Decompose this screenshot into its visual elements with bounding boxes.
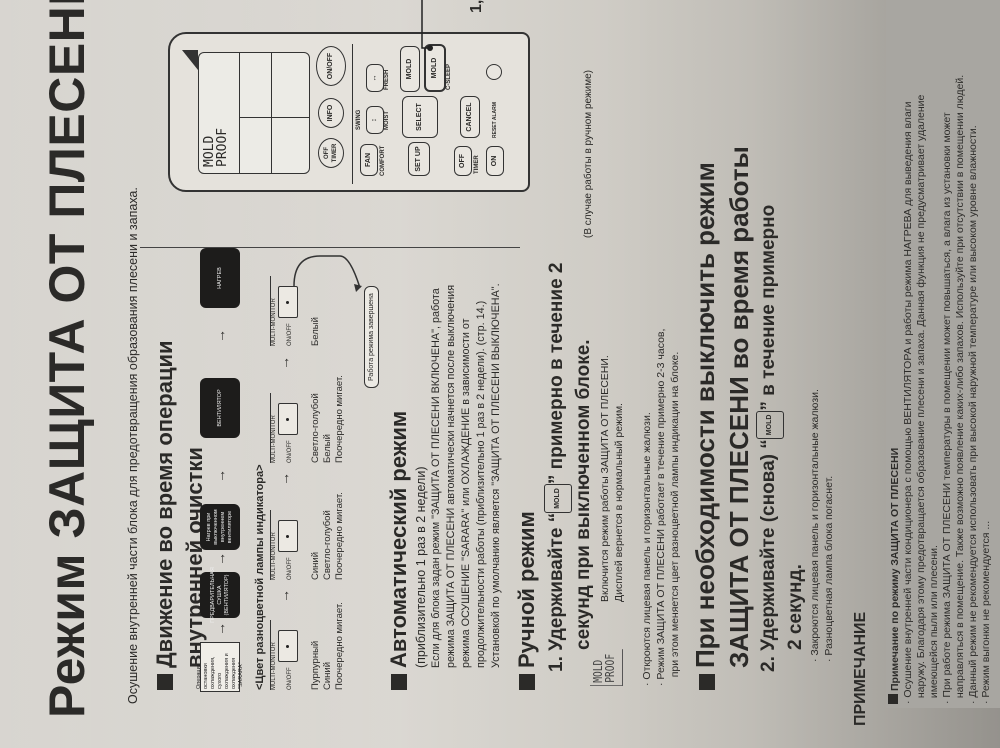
column-divider bbox=[140, 247, 520, 248]
stop-step-2: 2. Удерживайте (снова) “MOLD” в течение … bbox=[756, 204, 806, 672]
bullet-square bbox=[157, 674, 173, 690]
flow-step-fan: ВЕНТИЛЯТОР bbox=[200, 378, 240, 438]
remote-timer-off-button: OFF bbox=[454, 146, 472, 176]
remote-swing-h-button: ↔ bbox=[366, 64, 384, 92]
remote-swing-button: ↕ bbox=[366, 106, 384, 134]
manual-bullets: · Откроются лицевая панель и горизонталь… bbox=[641, 328, 681, 686]
callout-line bbox=[421, 0, 433, 51]
arrow-icon: → bbox=[276, 356, 292, 370]
note-line: имеющейся пыли или плесени. bbox=[928, 545, 940, 704]
remote-select-button: SELECT bbox=[402, 96, 438, 138]
remote-mold-button-1: MOLD bbox=[400, 46, 420, 92]
flow-step-start: Операции остановки охлаждения, сухого ох… bbox=[196, 642, 244, 692]
flow-step-heat: НАГРЕВ bbox=[200, 248, 240, 308]
mold-key-icon: MOLD bbox=[756, 410, 784, 440]
note-line: · Осушение внутренней части кондиционера… bbox=[902, 101, 914, 704]
remote-cancel-button: CANCEL bbox=[460, 96, 480, 138]
indicator-caption: <Цвет разноцветной лампы индикатора> bbox=[254, 464, 266, 690]
brand-logo-icon bbox=[182, 50, 198, 70]
note-line: направляться в помещение. Также возможно… bbox=[954, 74, 966, 704]
remote-setup-button: SET UP bbox=[408, 142, 430, 176]
auto-heading: Автоматический режим bbox=[384, 411, 414, 690]
manual-step-1: 1. Удерживайте “MOLD” примерно в течение… bbox=[544, 262, 594, 672]
indicator-lamp bbox=[278, 630, 298, 662]
flow-step-heat-fan-off: Нагрев при выключенном внутреннем вентил… bbox=[200, 504, 240, 550]
note-heading: ПРИМЕЧАНИЕ bbox=[852, 611, 869, 726]
auto-body: (приблизительно 1 раз в 2 недели)Если дл… bbox=[414, 283, 502, 668]
remote-off-timer-button: OFF TIMER bbox=[318, 138, 344, 168]
note-line: · Данный режим не рекомендуется использо… bbox=[967, 125, 979, 704]
arrow-icon: → bbox=[212, 552, 228, 566]
arrow-icon: → bbox=[212, 469, 228, 483]
page-title: Режим ЗАЩИТА ОТ ПЛЕСЕНИ bbox=[39, 0, 95, 718]
stop-bullets: · Закроются лицевая панель и горизонталь… bbox=[809, 389, 835, 662]
remote-reset-button bbox=[486, 64, 502, 80]
arrow-icon: → bbox=[212, 622, 228, 636]
arrow-icon: → bbox=[212, 329, 228, 343]
flow-step-predry: ПРЕДВАРИТЕЛЬНАЯ СУШКА (ВЕНТИЛЯТОР) bbox=[200, 567, 240, 623]
callout-number: 1, bbox=[468, 0, 485, 13]
arrow-icon: → bbox=[276, 472, 292, 486]
note-box-title: Примечание по режиму ЗАЩИТА ОТ ПЛЕСЕНИ bbox=[888, 0, 902, 704]
page-subtitle: Осушение внутренней части блока для пред… bbox=[126, 187, 140, 704]
remote-caption: (В случае работы в ручном режиме) bbox=[583, 69, 594, 238]
mode-complete-label: Работа режима завершена bbox=[364, 286, 379, 388]
mold-key-icon: MOLD bbox=[544, 484, 572, 513]
manual-heading: Ручной режим bbox=[512, 511, 542, 690]
manual-result: Включится режим работы ЗАЩИТА ОТ ПЛЕСЕНИ… bbox=[599, 355, 625, 602]
note-line: наружу. Благодаря этому предотвращается … bbox=[915, 94, 927, 704]
note-box: Примечание по режиму ЗАЩИТА ОТ ПЛЕСЕНИ ·… bbox=[886, 0, 1000, 708]
remote-fan-button: FAN bbox=[360, 144, 378, 176]
return-arrow-icon bbox=[293, 255, 362, 292]
indicator-lamp bbox=[278, 520, 298, 552]
remote-info-button: INFO bbox=[318, 98, 344, 128]
indicator-lamp bbox=[278, 403, 298, 435]
remote-timer-on-button: ON bbox=[486, 146, 504, 176]
remote-onoff-button: ON/OFF bbox=[316, 46, 346, 86]
note-line: · При работе режима ЗАЩИТА ОТ ПЛЕСЕНИ те… bbox=[941, 112, 953, 704]
note-line: · Режим выгонки не рекомендуется ... bbox=[980, 520, 992, 704]
arrow-icon: → bbox=[276, 589, 292, 603]
